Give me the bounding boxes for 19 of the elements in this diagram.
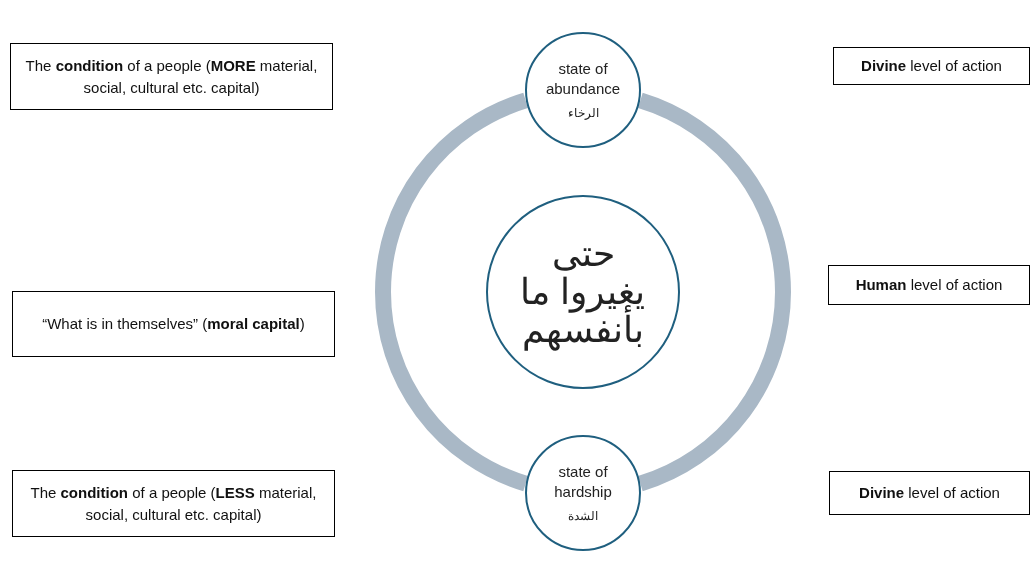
text-box bbox=[833, 47, 1030, 85]
arabic-label: الرخاء bbox=[566, 105, 600, 122]
box-text: Divine level of action bbox=[861, 56, 1002, 77]
circle-label: state of abundance bbox=[544, 58, 622, 99]
ring-arc bbox=[375, 92, 529, 492]
box-text: The condition of a people (LESS material, social, cultural etc. capital) bbox=[29, 482, 318, 525]
box-text: Divine level of action bbox=[859, 483, 1000, 504]
text-box bbox=[12, 470, 335, 537]
box-text: Human level of action bbox=[855, 275, 1003, 296]
text-box bbox=[829, 471, 1030, 515]
circle-label: حتى يغيروا ما بأنفسهم bbox=[519, 235, 647, 349]
text-box bbox=[828, 265, 1030, 305]
box-text: “What is in themselves” (moral capital) bbox=[42, 314, 305, 335]
text-box bbox=[12, 291, 335, 357]
arabic-label: الشدة bbox=[567, 508, 599, 525]
circle-label: state of hardship bbox=[553, 461, 613, 502]
ring-arc bbox=[637, 92, 791, 492]
box-text: The condition of a people (MORE material, social, cultural etc. capital) bbox=[24, 55, 319, 98]
text-box bbox=[10, 43, 333, 110]
